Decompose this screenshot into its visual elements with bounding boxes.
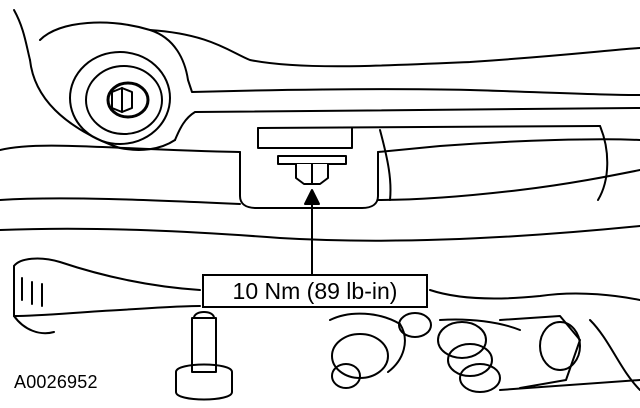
callout-arrow <box>304 189 320 275</box>
stabilizer-bar <box>13 257 201 335</box>
torque-callout-box: 10 Nm (89 lb-in) <box>202 274 428 308</box>
retaining-nut <box>277 155 347 185</box>
figure-id-label: A0026952 <box>14 372 98 392</box>
torque-spec-label: 10 Nm (89 lb-in) <box>232 277 398 304</box>
crossmember <box>0 125 640 242</box>
upper-frame-arm <box>13 9 640 151</box>
lower-right-mechanism <box>329 289 640 393</box>
lower-bolt <box>175 311 233 401</box>
pivot-bushing <box>69 51 171 145</box>
